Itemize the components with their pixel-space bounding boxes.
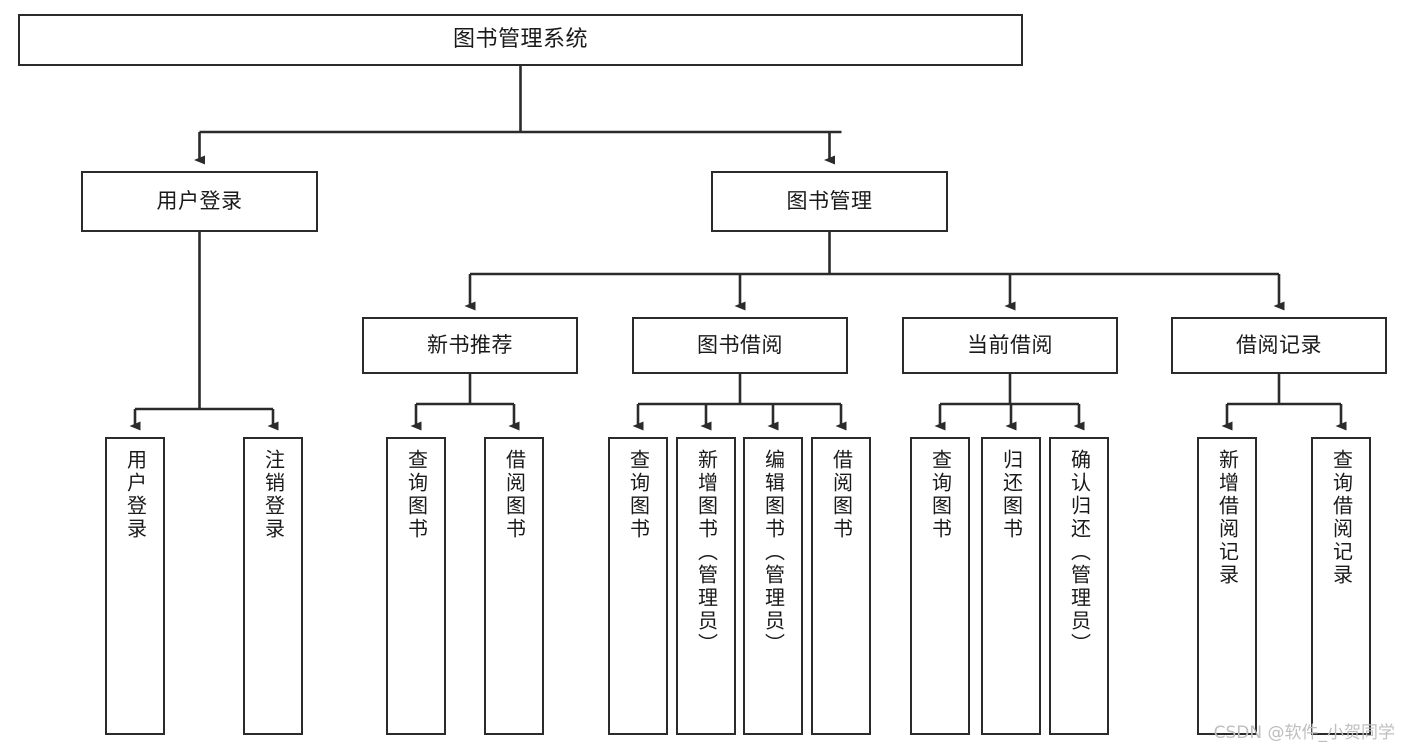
node-book-borrow-label: 图书借阅 bbox=[697, 333, 783, 358]
node-current-borrow[interactable]: 当前借阅 bbox=[902, 317, 1118, 374]
node-leaf-add-book[interactable]: 新增图书（管理员） bbox=[676, 437, 736, 735]
node-user-login-label: 用户登录 bbox=[156, 189, 243, 214]
node-leaf-borrow-book-label: 借阅图书 bbox=[829, 449, 854, 541]
node-leaf-query-book-cur-label: 查询图书 bbox=[928, 449, 953, 541]
node-leaf-query-book-rec[interactable]: 查询图书 bbox=[386, 437, 446, 735]
node-leaf-query-book-borrow-label: 查询图书 bbox=[626, 449, 651, 541]
node-leaf-borrow-book-rec-label: 借阅图书 bbox=[502, 449, 527, 541]
csdn-watermark: CSDN @软件_小贺同学 bbox=[1213, 723, 1395, 743]
node-leaf-query-book-rec-label: 查询图书 bbox=[404, 449, 429, 541]
node-leaf-user-logout-label: 注销登录 bbox=[261, 449, 286, 541]
node-leaf-confirm-return[interactable]: 确认归还（管理员） bbox=[1049, 437, 1109, 735]
node-leaf-user-login-label: 用户登录 bbox=[123, 449, 148, 541]
node-book-borrow[interactable]: 图书借阅 bbox=[632, 317, 848, 374]
node-leaf-borrow-book[interactable]: 借阅图书 bbox=[811, 437, 871, 735]
node-leaf-return-book-label: 归还图书 bbox=[999, 449, 1024, 541]
node-leaf-edit-book-label: 编辑图书（管理员） bbox=[761, 449, 786, 656]
node-root[interactable]: 图书管理系统 bbox=[18, 14, 1023, 66]
node-book-manage-label: 图书管理 bbox=[786, 189, 873, 214]
node-leaf-confirm-return-label: 确认归还（管理员） bbox=[1067, 449, 1092, 656]
node-user-login[interactable]: 用户登录 bbox=[81, 171, 318, 232]
node-leaf-query-book-borrow[interactable]: 查询图书 bbox=[608, 437, 668, 735]
node-leaf-return-book[interactable]: 归还图书 bbox=[981, 437, 1041, 735]
node-leaf-user-login[interactable]: 用户登录 bbox=[105, 437, 165, 735]
node-borrow-record-label: 借阅记录 bbox=[1236, 333, 1322, 358]
node-leaf-edit-book[interactable]: 编辑图书（管理员） bbox=[743, 437, 803, 735]
node-leaf-borrow-book-rec[interactable]: 借阅图书 bbox=[484, 437, 544, 735]
node-leaf-add-record-label: 新增借阅记录 bbox=[1215, 449, 1240, 587]
node-new-book-rec[interactable]: 新书推荐 bbox=[362, 317, 578, 374]
node-leaf-query-book-cur[interactable]: 查询图书 bbox=[910, 437, 970, 735]
node-leaf-query-record[interactable]: 查询借阅记录 bbox=[1311, 437, 1371, 735]
node-new-book-rec-label: 新书推荐 bbox=[427, 333, 513, 358]
node-leaf-add-record[interactable]: 新增借阅记录 bbox=[1197, 437, 1257, 735]
node-root-label: 图书管理系统 bbox=[452, 27, 588, 53]
node-leaf-add-book-label: 新增图书（管理员） bbox=[694, 449, 719, 656]
node-current-borrow-label: 当前借阅 bbox=[967, 333, 1053, 358]
node-borrow-record[interactable]: 借阅记录 bbox=[1171, 317, 1387, 374]
node-book-manage[interactable]: 图书管理 bbox=[711, 171, 948, 232]
node-leaf-query-record-label: 查询借阅记录 bbox=[1329, 449, 1354, 587]
node-leaf-user-logout[interactable]: 注销登录 bbox=[243, 437, 303, 735]
